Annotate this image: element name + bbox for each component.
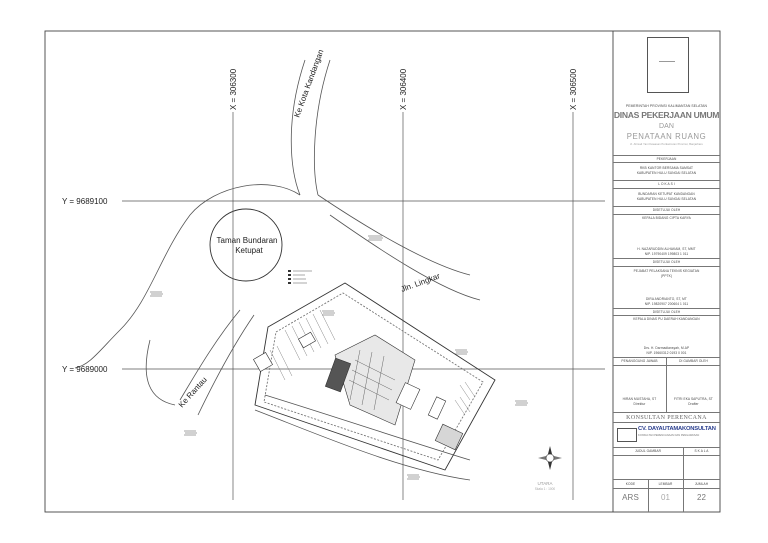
divider bbox=[613, 258, 720, 259]
grid-label-y-9689000: Y = 9689000 bbox=[62, 365, 108, 374]
roundabout-circle bbox=[209, 208, 283, 282]
site-legend bbox=[288, 270, 312, 284]
grid-label-x-306300: X = 306300 bbox=[229, 68, 238, 110]
divider bbox=[648, 479, 649, 512]
divider bbox=[613, 180, 720, 181]
scale-note: Skala 1 : 1000 bbox=[535, 487, 556, 491]
divider bbox=[613, 455, 720, 456]
pj-heading: PENANGGUNG JAWAB bbox=[621, 359, 658, 363]
title-block: PEMERINTAH PROVINSI KALIMANTAN SELATAN D… bbox=[613, 31, 720, 512]
logo-mark bbox=[659, 61, 675, 62]
lembar-heading: LEMBAR bbox=[658, 482, 673, 486]
kode-heading: KODE bbox=[625, 482, 636, 486]
divider bbox=[613, 422, 720, 423]
approver-title-1: KEPALA BIDANG CIPTA KARYA bbox=[642, 216, 691, 220]
approval-heading-1: DISETUJUI OLEH bbox=[652, 208, 681, 212]
divider bbox=[613, 188, 720, 189]
person-b-name: FITRI EKA SAPUTRA, ST bbox=[674, 397, 713, 401]
jumlah-value: 22 bbox=[696, 493, 707, 502]
divider bbox=[613, 266, 720, 267]
grid-label-x-306500: X = 306500 bbox=[569, 68, 578, 110]
person-a-name: HIRAN MUSTAHA, ST bbox=[622, 397, 657, 401]
divider bbox=[613, 365, 720, 366]
approver-name-1: H. NAZARUDDIN ALHAKAM, ST, MMT bbox=[637, 247, 696, 251]
approval-heading-3: DISETUJUI OLEH bbox=[652, 310, 681, 314]
approver-title-2b: (PPTK) bbox=[660, 274, 673, 278]
approver-nip-1: NIP. 19790409 199803 1 011 bbox=[644, 252, 689, 256]
north-label: UTARA bbox=[538, 481, 553, 486]
approver-nip-3: NIP. 19660312 0193 0 001 bbox=[646, 351, 687, 355]
divider bbox=[613, 488, 720, 489]
site-parcel bbox=[254, 282, 496, 471]
approver-nip-2: NIP. 19820907 200604 1 011 bbox=[644, 302, 689, 306]
kode-value: ARS bbox=[622, 493, 639, 502]
divider bbox=[613, 479, 720, 480]
road-network bbox=[74, 59, 481, 481]
parking-area bbox=[269, 309, 476, 416]
dept-address: Jl. Ahmad Yani Kawasan Perkantoran Provi… bbox=[630, 143, 703, 146]
digambar-heading: DI GAMBAR OLEH bbox=[679, 359, 708, 363]
divider bbox=[613, 162, 720, 163]
jumlah-heading: JUMLAH bbox=[694, 482, 709, 486]
vegetation-symbols bbox=[150, 235, 528, 480]
person-b-role: Drafter bbox=[688, 402, 699, 406]
lokasi-line-2: KABUPATEN HULU SUNGAI SELATAN bbox=[636, 197, 697, 201]
main-building bbox=[253, 331, 464, 451]
firm-logo bbox=[617, 428, 637, 442]
divider bbox=[666, 357, 667, 412]
grid-label-y-9689100: Y = 9689100 bbox=[62, 197, 108, 206]
dept-name: DINAS PEKERJAAN UMUM bbox=[613, 110, 720, 120]
roundabout-label-2: Ketupat bbox=[235, 246, 263, 255]
logo-frame bbox=[647, 37, 689, 93]
approver-name-3: Drs. H. Darmadiansyah, M.AP bbox=[643, 346, 690, 350]
lokasi-heading: L O K A S I bbox=[658, 182, 675, 186]
divider bbox=[613, 308, 720, 309]
firm-name: CV. DAYAUTAMAKONSULTAN bbox=[638, 426, 716, 432]
approver-name-2: DIRA ANDRIANTO, ST, MT bbox=[646, 297, 687, 301]
gov-name: PEMERINTAH PROVINSI KALIMANTAN SELATAN bbox=[625, 104, 708, 108]
approver-title-2: PEJABAT PELAKSANA TEKNIS KEGIATAN bbox=[633, 269, 700, 273]
roundabout-label-1: Taman Bundaran bbox=[217, 236, 278, 245]
divider bbox=[613, 315, 720, 316]
divider bbox=[613, 447, 720, 448]
divider bbox=[613, 155, 720, 156]
divider bbox=[613, 412, 720, 413]
grid-label-x-306400: X = 306400 bbox=[399, 68, 408, 110]
skala-heading: S K A L A bbox=[694, 449, 709, 453]
pekerjaan-line-1: RKB KANTOR BERSAMA SAMSAT bbox=[639, 166, 694, 170]
divider bbox=[613, 206, 720, 207]
approval-heading-2: DISETUJUI OLEH bbox=[652, 260, 681, 264]
divider bbox=[683, 447, 684, 479]
lokasi-line-1: BUNDARAN KETUPAT KANDANGAN bbox=[638, 192, 695, 196]
konsultan-heading: KONSULTAN PERENCANA bbox=[626, 415, 707, 421]
firm-subtitle: KONSULTAN PERENCANAAN DAN PENGAWASAN bbox=[638, 434, 700, 437]
pekerjaan-line-2: KABUPATEN HULU SUNGAI SELATAN bbox=[636, 171, 697, 175]
judul-heading: JUDUL GAMBAR bbox=[634, 449, 662, 453]
dept-name-2: PENATAAN RUANG bbox=[626, 132, 707, 141]
lembar-value: 01 bbox=[660, 493, 671, 502]
pekerjaan-heading: PEKERJAAN bbox=[656, 157, 677, 161]
dept-conjunction: DAN bbox=[658, 123, 675, 130]
divider bbox=[613, 214, 720, 215]
approver-title-3: KEPALA DINAS PU DAERAH KANDANGAN bbox=[633, 317, 700, 321]
person-a-role: Direktur bbox=[633, 402, 646, 406]
north-arrow-icon bbox=[538, 446, 562, 470]
divider bbox=[683, 479, 684, 512]
